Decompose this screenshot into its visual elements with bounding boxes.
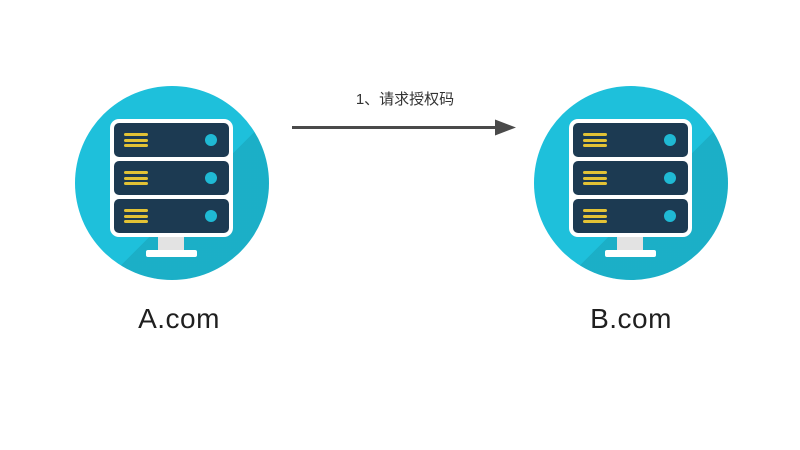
monitor-stand-stem [158,237,184,251]
server-icon [110,119,233,237]
server-rack-unit [573,123,688,157]
server-vents-icon [124,133,148,147]
monitor-stand-stem [617,237,643,251]
server-led-icon [664,172,676,184]
server-icon [569,119,692,237]
server-vents-icon [583,133,607,147]
server-rack-unit [573,199,688,233]
server-led-icon [664,134,676,146]
node-a-circle [75,86,269,280]
server-led-icon [205,210,217,222]
server-rack-unit [114,199,229,233]
node-a-label: A.com [138,303,220,334]
edge-label: 1、请求授权码 [355,91,455,108]
server-vents-icon [124,209,148,223]
server-led-icon [205,134,217,146]
arrow-right-icon [292,119,516,136]
server-vents-icon [583,209,607,223]
server-vents-icon [124,171,148,185]
server-rack-unit [573,161,688,195]
server-led-icon [205,172,217,184]
node-b-circle [534,86,728,280]
server-vents-icon [583,171,607,185]
server-rack-unit [114,161,229,195]
monitor-stand-base [146,250,197,257]
monitor-stand-base [605,250,656,257]
node-b-label: B.com [590,303,672,334]
server-rack-unit [114,123,229,157]
server-led-icon [664,210,676,222]
